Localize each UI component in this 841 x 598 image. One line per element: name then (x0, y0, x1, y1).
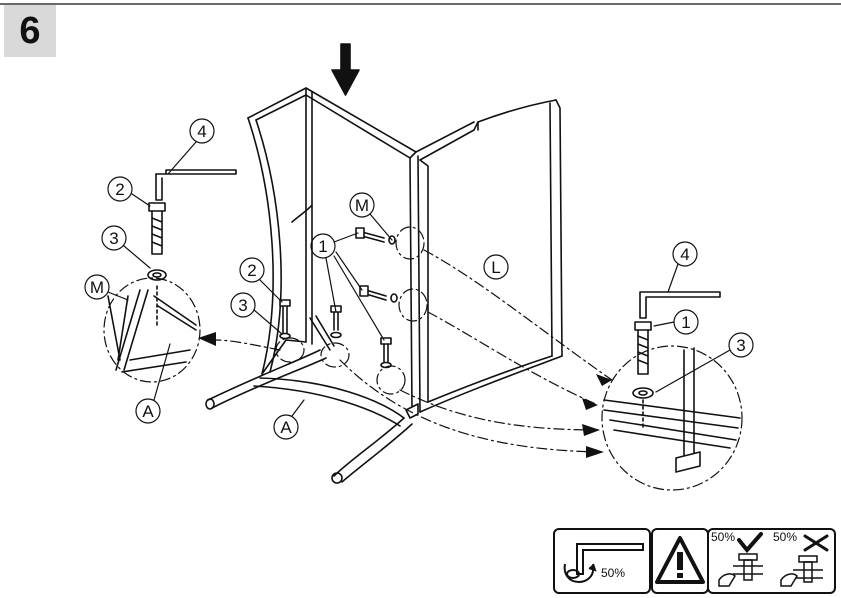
floor-base (205, 349, 419, 484)
callouts-lines (84, 118, 754, 440)
callout-label: M (90, 278, 104, 297)
leader-arrows (198, 332, 612, 458)
screw-check-panel: 50% 50% (707, 528, 836, 594)
detail-leaders (215, 226, 613, 453)
left-curved-frame (247, 87, 421, 413)
callout-label: A (142, 402, 154, 421)
warning-icon (655, 536, 705, 584)
step-number: 6 (4, 5, 56, 57)
callout-label: 4 (197, 122, 206, 141)
torque-panel: 50% (553, 528, 651, 594)
frame-bolts (279, 227, 398, 369)
left-detail (103, 169, 237, 383)
callout-label: A (280, 418, 292, 437)
ok-label: 50% (711, 530, 736, 544)
callout-label: 3 (736, 336, 745, 355)
down-arrow-icon (331, 43, 360, 96)
callout-label: 1 (681, 313, 690, 332)
callout-label: 4 (680, 245, 689, 264)
top-rule (0, 3, 841, 5)
cross-icon (803, 534, 829, 552)
callout-label: 2 (247, 261, 256, 280)
callout-label: 3 (109, 229, 118, 248)
right-detail (601, 291, 743, 491)
callout-label: M (355, 196, 369, 215)
check-icon (737, 532, 763, 554)
right-panel-l (409, 99, 563, 413)
callout-label: L (491, 258, 500, 277)
callout-label: 3 (238, 296, 247, 315)
callout-label: 1 (318, 237, 327, 256)
not-ok-label: 50% (773, 530, 798, 544)
callout-label: 2 (115, 180, 124, 199)
hex-key-icon (563, 543, 644, 584)
warning-panel (651, 528, 709, 594)
torque-label: 50% (601, 566, 626, 580)
